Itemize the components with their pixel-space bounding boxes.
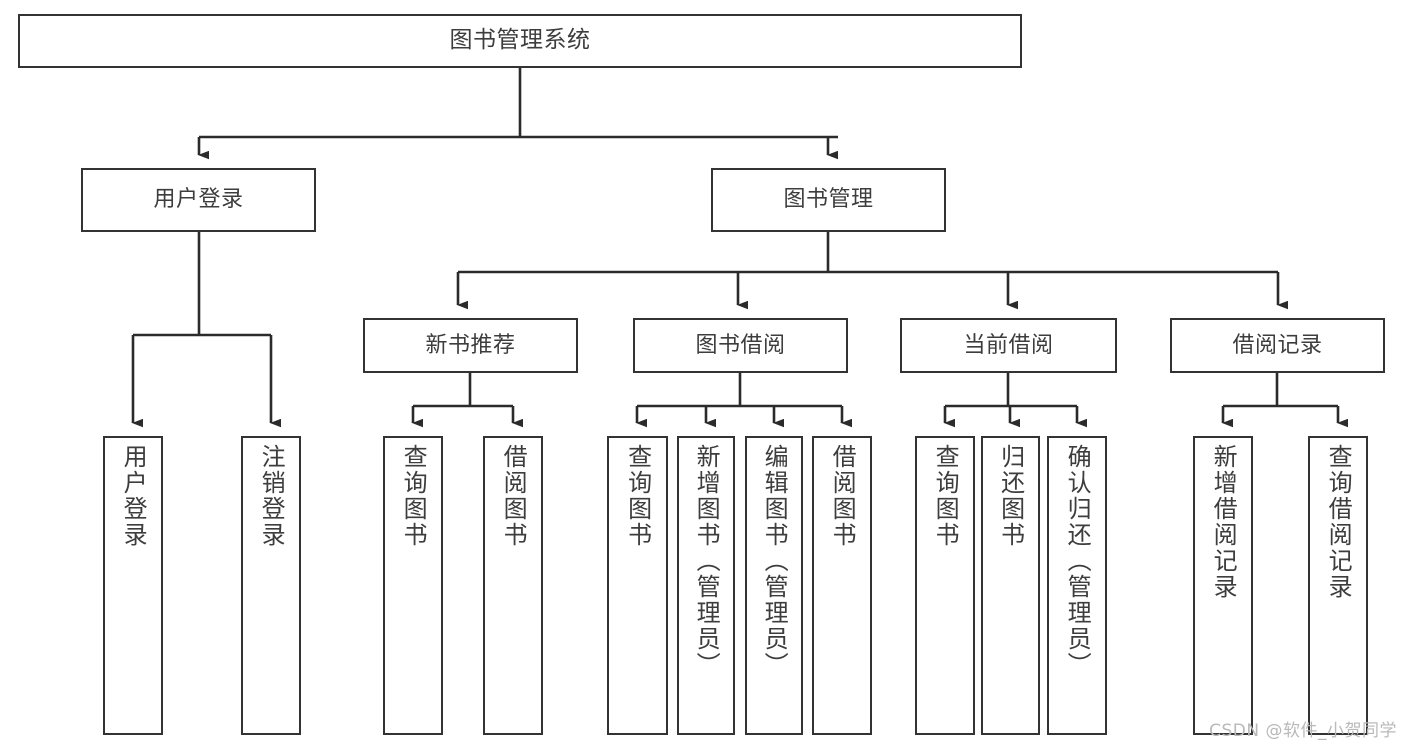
node-borrow-record-label: 借阅记录 [1232,332,1323,358]
node-book-management-label: 图书管理 [783,187,874,213]
node-leaf-query-book-2-label: 查询图书 [623,444,652,548]
node-user-login[interactable]: 用户登录 [81,168,316,232]
node-leaf-add-book-label: 新增图书（管理员） [692,444,721,678]
node-leaf-user-login[interactable]: 用户登录 [103,436,163,735]
node-leaf-query-book-2[interactable]: 查询图书 [607,436,668,735]
node-leaf-borrow-book-1[interactable]: 借阅图书 [483,436,543,735]
node-leaf-query-book-1-label: 查询图书 [399,444,428,548]
node-leaf-confirm-return-label: 确认归还（管理员） [1063,444,1092,678]
node-leaf-query-book-3[interactable]: 查询图书 [915,436,975,735]
node-leaf-add-record-label: 新增借阅记录 [1209,444,1238,600]
node-book-borrow[interactable]: 图书借阅 [633,318,848,373]
node-leaf-add-book[interactable]: 新增图书（管理员） [677,436,735,735]
node-leaf-logout[interactable]: 注销登录 [241,436,301,735]
node-book-management[interactable]: 图书管理 [711,168,946,232]
node-leaf-query-book-1[interactable]: 查询图书 [383,436,443,735]
node-leaf-return-book[interactable]: 归还图书 [981,436,1040,735]
node-leaf-borrow-book-2[interactable]: 借阅图书 [812,436,872,735]
node-borrow-record[interactable]: 借阅记录 [1170,318,1385,373]
node-leaf-add-record[interactable]: 新增借阅记录 [1193,436,1253,735]
node-new-book-recommend[interactable]: 新书推荐 [363,318,578,373]
node-leaf-query-book-3-label: 查询图书 [931,444,960,548]
node-leaf-return-book-label: 归还图书 [996,444,1025,548]
node-leaf-borrow-book-1-label: 借阅图书 [499,444,528,548]
node-current-borrow[interactable]: 当前借阅 [900,318,1117,373]
node-current-borrow-label: 当前借阅 [963,332,1054,358]
node-book-borrow-label: 图书借阅 [695,332,786,358]
node-leaf-query-record[interactable]: 查询借阅记录 [1308,436,1368,735]
node-leaf-confirm-return[interactable]: 确认归还（管理员） [1047,436,1107,735]
node-user-login-label: 用户登录 [153,187,244,213]
watermark-text: CSDN @软件_小贺同学 [1209,721,1397,741]
node-leaf-user-login-label: 用户登录 [119,444,148,548]
node-root-label: 图书管理系统 [449,27,591,54]
node-leaf-logout-label: 注销登录 [257,444,286,548]
node-leaf-edit-book-label: 编辑图书（管理员） [760,444,789,678]
node-leaf-borrow-book-2-label: 借阅图书 [828,444,857,548]
node-leaf-query-record-label: 查询借阅记录 [1324,444,1353,600]
node-leaf-edit-book[interactable]: 编辑图书（管理员） [745,436,803,735]
node-root[interactable]: 图书管理系统 [18,14,1022,68]
node-new-book-recommend-label: 新书推荐 [425,332,516,358]
